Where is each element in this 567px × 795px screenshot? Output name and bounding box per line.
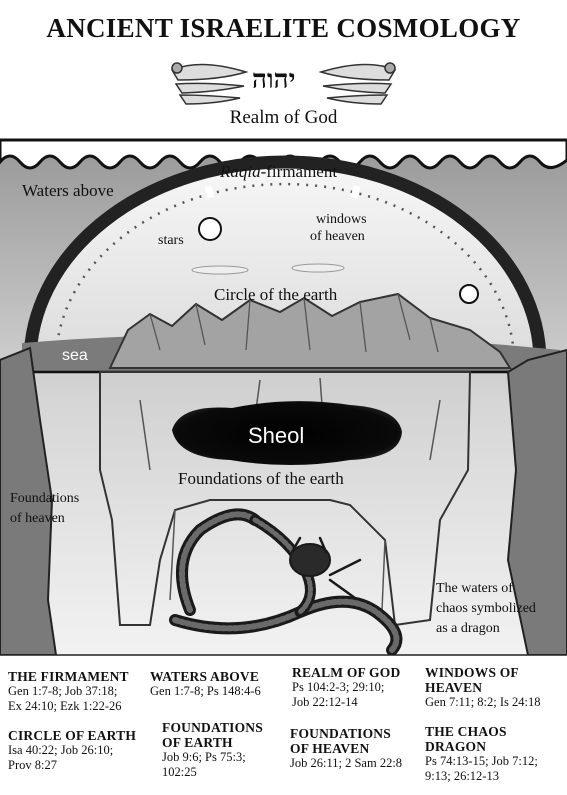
label-stars: stars: [158, 233, 184, 248]
ref-text: Prov 8:27: [8, 758, 57, 772]
ref-text: Ps 74:13-15; Job 7:12;: [425, 754, 538, 768]
ref-text: Gen 7:11; 8:2; Is 24:18: [425, 695, 541, 709]
underworld-pillars: [139, 377, 441, 611]
scripture-references: THE FIRMAMENT Gen 1:7-8; Job 37:18; Ex 2…: [0, 654, 567, 795]
label-chaos-line1: The waters of: [436, 581, 513, 596]
ref-heading: DRAGON: [425, 739, 487, 754]
ref-realm-of-god: REALM OF GOD Ps 104:2-3; 29:10; Job 22:1…: [292, 665, 400, 710]
ref-text: Ps 104:2-3; 29:10;: [292, 680, 385, 694]
winged-cherub-left: [170, 62, 249, 105]
winged-cherub-right: [318, 62, 397, 105]
cloud: [291, 263, 345, 273]
label-windows-line2: of heaven: [310, 229, 365, 244]
ref-heading: HEAVEN: [425, 680, 483, 695]
label-circle-of-earth: Circle of the earth: [214, 285, 338, 304]
ref-circle-of-earth: CIRCLE OF EARTH Isa 40:22; Job 26:10; Pr…: [8, 728, 136, 773]
ref-foundations-of-earth: FOUNDATIONS OF EARTH Job 9:6; Ps 75:3; 1…: [162, 720, 263, 780]
cloud: [191, 265, 249, 275]
ref-text: 9:13; 26:12-13: [425, 769, 499, 783]
label-sea: sea: [62, 347, 88, 364]
ref-windows-of-heaven: WINDOWS OF HEAVEN Gen 7:11; 8:2; Is 24:1…: [425, 665, 541, 710]
ref-chaos-dragon: THE CHAOS DRAGON Ps 74:13-15; Job 7:12; …: [425, 724, 538, 784]
ref-heading: THE FIRMAMENT: [8, 669, 129, 684]
label-realm-of-god: Realm of God: [229, 107, 338, 128]
window-of-heaven-2: [350, 185, 361, 199]
ref-text: Gen 1:7-8; Ps 148:4-6: [150, 684, 261, 698]
sheol-pit: [172, 401, 402, 465]
label-sheol: Sheol: [248, 423, 305, 448]
moon: [198, 217, 222, 241]
label-chaos-line2: chaos symbolized: [436, 601, 536, 616]
ref-heading: THE CHAOS: [425, 724, 507, 739]
sun: [459, 284, 479, 304]
chaos-dragon: [169, 508, 403, 656]
ref-heading: REALM OF GOD: [292, 665, 401, 680]
reference-panel: [0, 655, 567, 795]
label-chaos-line3: as a dragon: [436, 621, 500, 636]
window-of-heaven-1: [204, 185, 215, 199]
ref-text: 102:25: [162, 765, 197, 779]
ref-text: Isa 40:22; Job 26:10;: [8, 743, 114, 757]
page-title: ANCIENT ISRAELITE COSMOLOGY: [46, 13, 521, 43]
ref-heading: OF HEAVEN: [290, 741, 370, 756]
mountain-ridges: [149, 293, 439, 353]
ref-text: Gen 1:7-8; Job 37:18;: [8, 684, 118, 698]
ref-heading: FOUNDATIONS: [162, 720, 263, 735]
ref-firmament: THE FIRMAMENT Gen 1:7-8; Job 37:18; Ex 2…: [8, 669, 129, 714]
ref-text: Job 26:11; 2 Sam 22:8: [290, 756, 403, 770]
ref-text: Job 9:6; Ps 75:3;: [162, 750, 246, 764]
label-raqia-firmament: Raqia-firmament: [220, 163, 337, 181]
ref-heading: OF EARTH: [162, 735, 233, 750]
ref-waters-above: WATERS ABOVE Gen 1:7-8; Ps 148:4-6: [150, 669, 261, 699]
divine-name: יהוה: [252, 65, 296, 94]
label-raqia-italic: Raqia: [220, 162, 261, 181]
label-waters-above: Waters above: [22, 181, 114, 200]
ref-heading: CIRCLE OF EARTH: [8, 728, 137, 743]
label-firmament: -firmament: [260, 162, 338, 181]
label-foundations-heaven-line2: of heaven: [10, 511, 65, 526]
ref-heading: WINDOWS OF: [425, 665, 519, 680]
label-foundations-of-earth: Foundations of the earth: [178, 469, 344, 488]
label-foundations-heaven-line1: Foundations: [10, 491, 80, 506]
ref-foundations-of-heaven: FOUNDATIONS OF HEAVEN Job 26:11; 2 Sam 2…: [290, 726, 402, 771]
ref-text: Ex 24:10; Ezk 1:22-26: [8, 699, 122, 713]
ref-text: Job 22:12-14: [292, 695, 358, 709]
ref-heading: WATERS ABOVE: [150, 669, 260, 684]
label-windows-line1: windows: [316, 212, 367, 227]
ref-heading: FOUNDATIONS: [290, 726, 391, 741]
firmament-dome: [23, 155, 547, 363]
